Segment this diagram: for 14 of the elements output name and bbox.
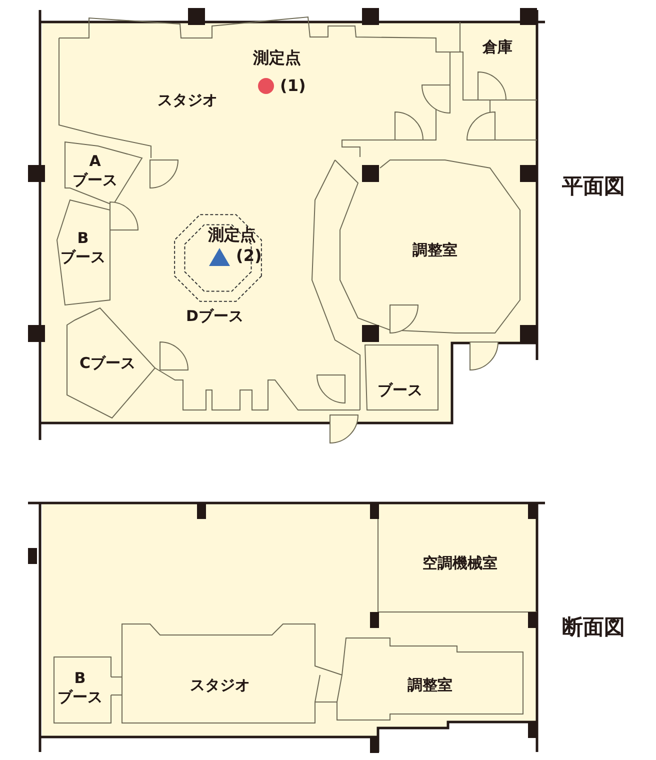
point-number: (1) (280, 76, 306, 95)
room-label: 調整室 (395, 235, 475, 265)
room-label: スタジオ (170, 670, 270, 700)
measurement-label: 測定点 (208, 225, 256, 246)
room-label: スタジオ (140, 85, 235, 115)
room-label: Dブース (186, 307, 244, 326)
room-label: 空調機械室 (390, 548, 530, 578)
room-label: 調整室 (385, 670, 475, 700)
measurement-label: 測定点 (253, 48, 301, 69)
point-number: (2) (236, 246, 262, 265)
room-label: 倉庫 (470, 32, 525, 62)
room-label: B ブース (55, 660, 105, 715)
view-title: 平面図 (562, 173, 625, 200)
view-title: 断面図 (562, 614, 625, 641)
